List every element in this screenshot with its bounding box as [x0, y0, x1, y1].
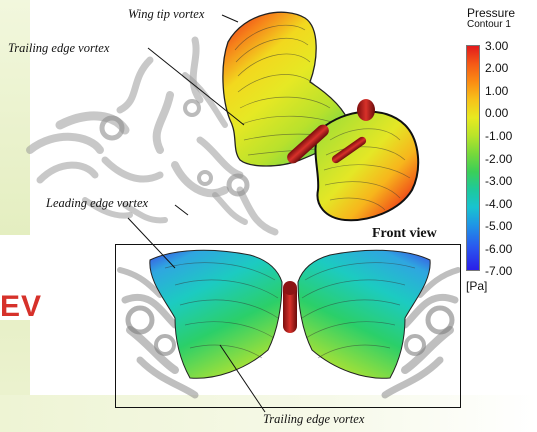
caption-front-view: Front view [372, 226, 437, 242]
legend-tick: 2.00 [485, 62, 508, 74]
legend-title: Pressure [467, 7, 515, 19]
vortex-rings-top [102, 101, 247, 194]
legend-tick: -5.00 [485, 220, 512, 232]
legend-unit: [Pa] [466, 279, 487, 293]
legend-tick: -3.00 [485, 175, 512, 187]
pressure-legend: Pressure Contour 1 3.00 2.00 1.00 0.00 -… [459, 3, 537, 308]
legend-color-bar [466, 45, 480, 271]
legend-subtitle: Contour 1 [467, 20, 511, 30]
caption-wing-tip-vortex: Wing tip vortex [128, 7, 204, 22]
legend-tick: 0.00 [485, 107, 508, 119]
caption-trailing-edge-vortex-top: Trailing edge vortex [8, 41, 109, 56]
hind-wing-top [315, 112, 418, 221]
legend-tick: -4.00 [485, 198, 512, 210]
legend-tick: -2.00 [485, 153, 512, 165]
legend-tick: -1.00 [485, 130, 512, 142]
legend-tick: -6.00 [485, 243, 512, 255]
caption-leading-edge-vortex: Leading edge vortex [46, 196, 148, 211]
front-view-frame [115, 244, 461, 408]
legend-tick: 1.00 [485, 85, 508, 97]
legend-tick: 3.00 [485, 40, 508, 52]
caption-trailing-edge-vortex-bottom: Trailing edge vortex [263, 412, 364, 427]
legend-tick: -7.00 [485, 265, 512, 277]
